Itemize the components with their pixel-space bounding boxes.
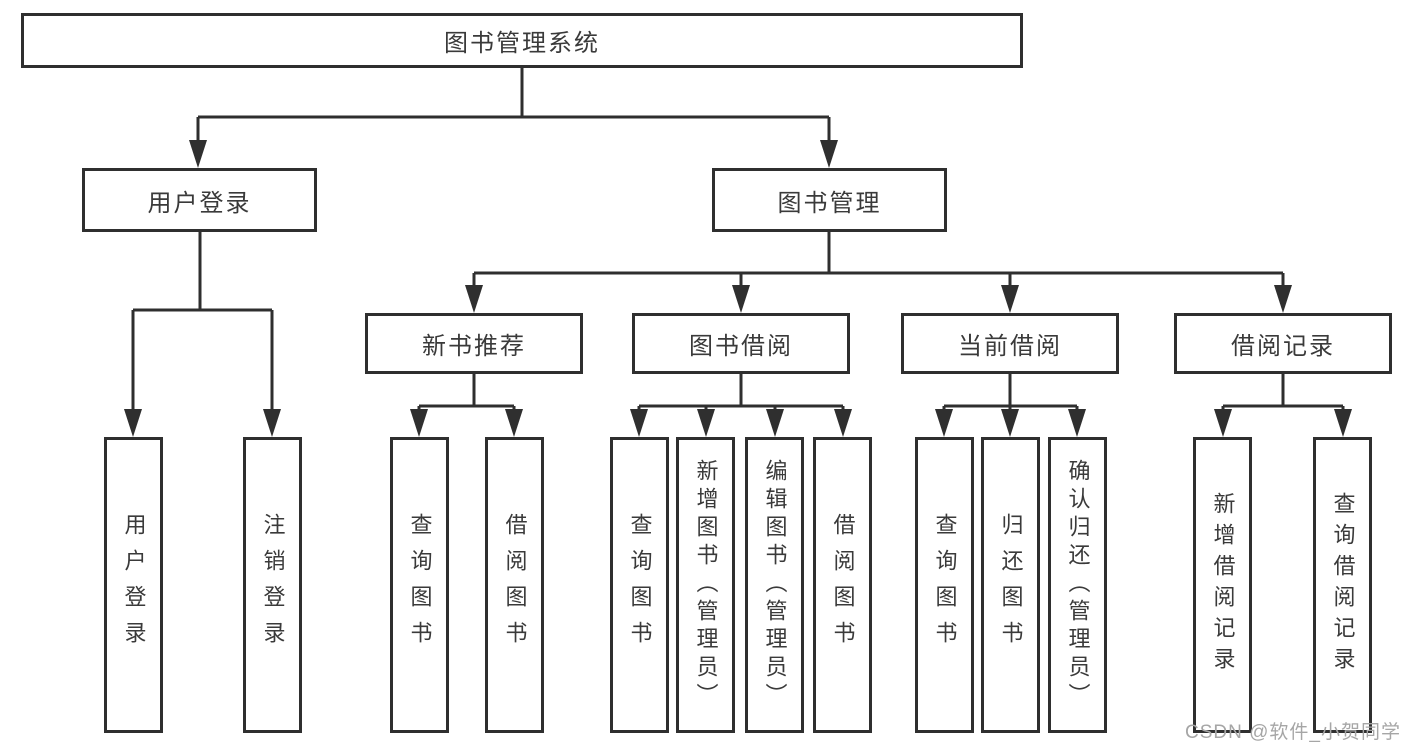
node-leaf-query-book-current: 查询图书 [915,437,974,733]
node-leaf-query-borrow-record: 查询借阅记录 [1313,437,1372,733]
node-leaf-query-borrow-record-label: 查询借阅记录 [1330,492,1356,678]
node-leaf-query-book-borrow-label: 查询图书 [627,513,653,657]
node-leaf-add-borrow-record-label: 新增借阅记录 [1210,492,1236,678]
node-leaf-return-book-label: 归还图书 [998,513,1024,657]
node-book-borrowing: 图书借阅 [632,313,850,374]
node-leaf-borrow-book: 借阅图书 [813,437,872,733]
node-borrowing-records-label: 借阅记录 [1231,333,1335,360]
node-new-book-recommend: 新书推荐 [365,313,583,374]
node-leaf-query-book-borrow: 查询图书 [610,437,669,733]
node-borrowing-records: 借阅记录 [1174,313,1392,374]
tree-edges [131,68,1345,414]
node-leaf-borrow-book-newrec-label: 借阅图书 [502,513,528,657]
node-current-borrowing: 当前借阅 [901,313,1119,374]
node-book-management: 图书管理 [712,168,947,232]
node-root-label: 图书管理系统 [444,30,600,57]
node-leaf-add-borrow-record: 新增借阅记录 [1193,437,1252,733]
node-leaf-query-book-newrec-label: 查询图书 [407,513,433,657]
node-book-management-label: 图书管理 [777,189,882,217]
node-leaf-query-book-newrec: 查询图书 [390,437,449,733]
node-leaf-query-book-current-label: 查询图书 [932,513,958,657]
node-leaf-borrow-book-newrec: 借阅图书 [485,437,544,733]
node-leaf-return-book: 归还图书 [981,437,1040,733]
node-leaf-confirm-return-admin-label: 确认归还（管理员） [1065,459,1091,711]
node-leaf-user-login: 用户登录 [104,437,163,733]
node-leaf-logout: 注销登录 [243,437,302,733]
node-new-book-recommend-label: 新书推荐 [422,333,526,360]
node-leaf-confirm-return-admin: 确认归还（管理员） [1048,437,1107,733]
node-leaf-borrow-book-label: 借阅图书 [830,513,856,657]
node-leaf-edit-book-admin-label: 编辑图书（管理员） [762,459,788,711]
csdn-watermark: CSDN @软件_小贺同学 [1185,722,1401,743]
node-leaf-edit-book-admin: 编辑图书（管理员） [745,437,804,733]
node-book-borrowing-label: 图书借阅 [689,333,793,360]
node-leaf-user-login-label: 用户登录 [121,513,147,657]
node-user-login: 用户登录 [82,168,317,232]
node-root-system: 图书管理系统 [21,13,1023,68]
node-user-login-label: 用户登录 [147,189,252,217]
node-leaf-add-book-admin-label: 新增图书（管理员） [693,459,719,711]
arrowheads [124,140,1352,437]
node-leaf-logout-label: 注销登录 [260,513,286,657]
node-leaf-add-book-admin: 新增图书（管理员） [676,437,735,733]
node-current-borrowing-label: 当前借阅 [958,333,1062,360]
